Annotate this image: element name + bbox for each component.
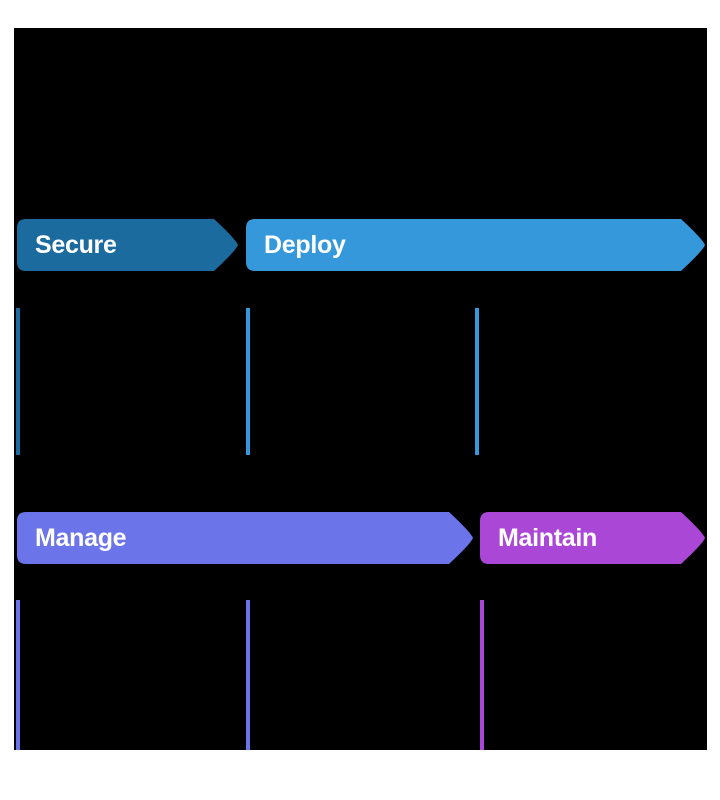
phase-bar-maintain[interactable]: Maintain — [480, 512, 705, 564]
phase-bar-manage[interactable]: Manage — [17, 512, 473, 564]
phase-shape-manage — [17, 512, 473, 564]
phase-shape-deploy — [246, 219, 705, 271]
connector-line-secure — [16, 308, 20, 455]
phase-label-deploy: Deploy — [264, 230, 346, 259]
phase-shape-maintain — [480, 512, 705, 564]
phase-shape-secure — [17, 219, 238, 271]
phase-bar-deploy[interactable]: Deploy — [246, 219, 705, 271]
connector-line-manage-mid — [246, 600, 250, 750]
diagram-stage: Secure Deploy Manage — [14, 28, 707, 750]
phase-row-2: Manage Maintain — [14, 512, 707, 564]
phase-row-1: Secure Deploy — [14, 219, 707, 271]
connector-line-deploy-mid — [475, 308, 479, 455]
phase-label-maintain: Maintain — [498, 523, 597, 552]
phase-bar-secure[interactable]: Secure — [17, 219, 238, 271]
connector-line-maintain — [480, 600, 484, 750]
phase-label-secure: Secure — [35, 230, 117, 259]
connector-line-deploy-start — [246, 308, 250, 455]
connector-line-manage — [16, 600, 20, 750]
phase-label-manage: Manage — [35, 523, 127, 552]
